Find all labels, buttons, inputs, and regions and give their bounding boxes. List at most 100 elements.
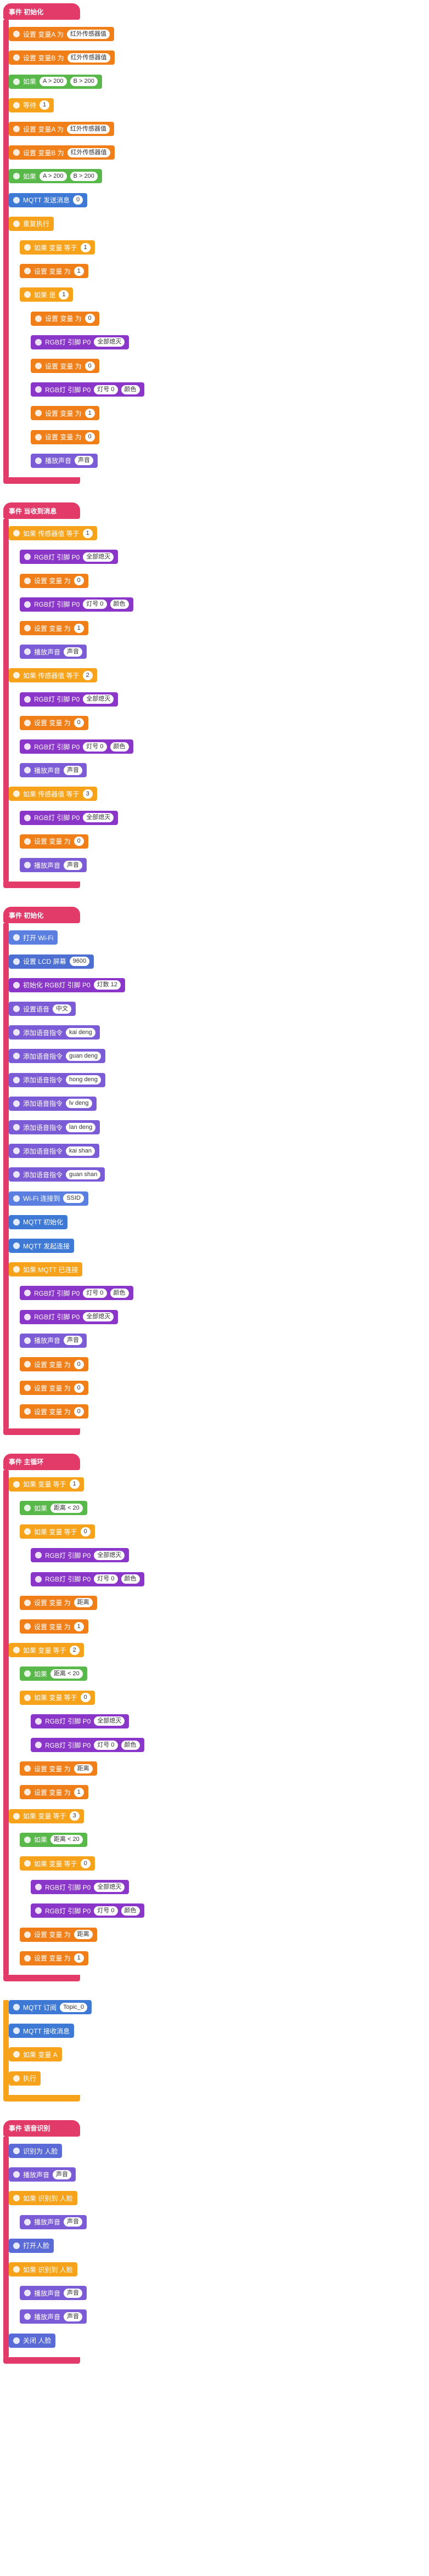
block-value-chip[interactable]: 1	[80, 242, 91, 252]
code-block[interactable]: 如果 MQTT 已连接	[9, 1262, 83, 1277]
code-block[interactable]: 播放声音声音	[20, 2286, 87, 2301]
code-block[interactable]: 播放声音声音	[20, 645, 87, 659]
block-value-chip[interactable]: 声音	[64, 765, 83, 775]
block-value-chip[interactable]: 9600	[69, 957, 90, 967]
block-value-chip[interactable]: 0	[80, 1693, 91, 1703]
block-value-chip[interactable]: 声音	[64, 2312, 83, 2321]
block-value-chip[interactable]: 全部熄灭	[94, 1882, 125, 1892]
block-value-chip[interactable]: 1	[74, 1953, 84, 1963]
event-hat-block[interactable]: 事件 初始化	[3, 3, 80, 20]
block-value-chip[interactable]: 颜色	[121, 1740, 140, 1750]
block-value-chip[interactable]: 红外传感器值	[67, 29, 110, 39]
block-value-chip[interactable]: 灯号 0	[94, 1574, 118, 1584]
block-value-chip[interactable]: 声音	[64, 647, 83, 657]
code-block[interactable]: 设置 变量A 为红外传感器值	[9, 122, 115, 136]
block-value-chip[interactable]: 距离 < 20	[50, 1503, 83, 1513]
block-value-chip[interactable]: 颜色	[121, 385, 140, 394]
code-block[interactable]: MQTT 初始化	[9, 1214, 68, 1229]
block-value-chip[interactable]: 灯数 12	[93, 980, 121, 990]
event-hat-block[interactable]: 事件 初始化	[3, 907, 80, 924]
block-value-chip[interactable]: 0	[74, 576, 84, 586]
block-value-chip[interactable]: kai deng	[66, 1027, 95, 1037]
block-value-chip[interactable]: 灯号 0	[94, 1906, 118, 1916]
block-value-chip[interactable]: B > 200	[70, 171, 98, 181]
block-value-chip[interactable]: 1	[69, 1479, 80, 1489]
code-block[interactable]: 识别为 人脸	[9, 2144, 63, 2158]
code-block[interactable]: 设置 变量 为距离	[20, 1595, 97, 1610]
block-value-chip[interactable]: guan deng	[66, 1051, 101, 1061]
code-block[interactable]: 设置 变量A 为红外传感器值	[9, 27, 115, 42]
code-block[interactable]: 打开 Wi-Fi	[9, 930, 58, 945]
block-value-chip[interactable]: 0	[73, 195, 83, 205]
block-value-chip[interactable]: 声音	[53, 2170, 72, 2179]
code-block[interactable]: 如果 识别到 人脸	[9, 2191, 77, 2206]
code-block[interactable]: 如果距离 < 20	[20, 1501, 87, 1515]
code-block[interactable]: MQTT 发起连接	[9, 1239, 75, 1253]
block-value-chip[interactable]: 1	[74, 266, 84, 276]
block-value-chip[interactable]: 3	[69, 1811, 80, 1821]
block-value-chip[interactable]: 全部熄灭	[94, 337, 125, 347]
block-value-chip[interactable]: guan shan	[66, 1170, 101, 1179]
block-value-chip[interactable]: 灯号 0	[83, 1288, 107, 1298]
code-block[interactable]: 设置 变量 为距离	[20, 1927, 97, 1942]
code-block[interactable]: 播放声音声音	[20, 858, 87, 872]
block-value-chip[interactable]: 1	[74, 1787, 84, 1797]
code-block[interactable]: 播放声音声音	[20, 2309, 87, 2324]
block-value-chip[interactable]: kai shan	[66, 1146, 95, 1156]
block-value-chip[interactable]: 0	[74, 718, 84, 728]
block-value-chip[interactable]: 声音	[64, 860, 83, 870]
event-hat-block[interactable]: 事件 语音识别	[3, 2120, 80, 2137]
block-value-chip[interactable]: 距离	[74, 1930, 93, 1940]
block-value-chip[interactable]: 颜色	[110, 600, 129, 609]
code-block[interactable]: 播放声音声音	[9, 2167, 76, 2182]
block-value-chip[interactable]: 灯号 0	[94, 385, 118, 394]
block-value-chip[interactable]: 红外传感器值	[67, 124, 110, 134]
block-value-chip[interactable]: 2	[82, 670, 93, 680]
block-value-chip[interactable]: A > 200	[39, 77, 67, 87]
code-block[interactable]: 播放声音声音	[20, 2215, 87, 2229]
block-value-chip[interactable]: 灯号 0	[83, 600, 107, 609]
code-block[interactable]: 设置 变量 为距离	[20, 1761, 97, 1776]
block-value-chip[interactable]: 2	[69, 1645, 80, 1655]
block-value-chip[interactable]: lv deng	[66, 1099, 92, 1109]
code-block[interactable]: 如果距离 < 20	[20, 1667, 87, 1681]
block-value-chip[interactable]: 距离 < 20	[50, 1835, 83, 1845]
code-block[interactable]: 设置 变量B 为红外传感器值	[9, 50, 115, 65]
event-hat-block[interactable]: 事件 当收到消息	[3, 502, 80, 519]
code-block[interactable]: 设置 变量B 为红外传感器值	[9, 145, 115, 160]
block-value-chip[interactable]: 0	[74, 1359, 84, 1369]
block-value-chip[interactable]: 颜色	[121, 1906, 140, 1916]
block-value-chip[interactable]: 声音	[75, 456, 94, 466]
